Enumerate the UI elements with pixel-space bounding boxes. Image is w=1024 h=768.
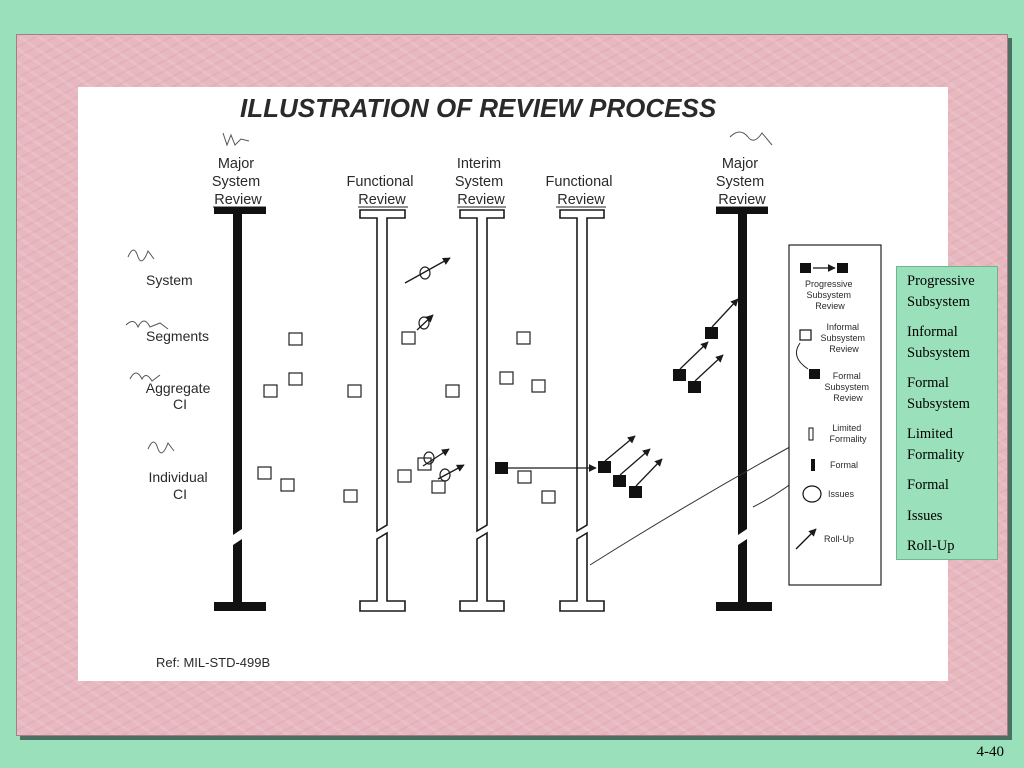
reference-note: Ref: MIL-STD-499B <box>156 655 270 670</box>
major-review-bar-right <box>716 207 772 611</box>
issue-markers <box>418 266 451 482</box>
legend-progressive-label: Progressive Subsystem Review <box>805 279 855 311</box>
level-label-segments: Segments <box>146 328 209 344</box>
level-label-aggregate-ci: Aggregate CI <box>146 380 215 412</box>
interim-review-bar <box>459 209 505 612</box>
side-legend-rollup: Roll-Up <box>907 538 955 554</box>
side-legend-progressive: Progressive Subsystem <box>907 273 975 310</box>
page-number: 4-40 <box>976 744 1005 760</box>
column-header-functional-2: Functional Review <box>546 174 617 208</box>
side-legend-informal: Informal Subsystem <box>907 324 970 361</box>
side-legend: Progressive Subsystem Informal Subsystem… <box>896 266 998 560</box>
diagram-title: ILLUSTRATION OF REVIEW PROCESS <box>240 93 717 123</box>
formal-review-boxes <box>495 327 718 498</box>
column-header-major-left: Major System Review <box>212 156 264 208</box>
informal-review-boxes <box>257 331 556 504</box>
figure-sheet: ILLUSTRATION OF REVIEW PROCESS Major Sys… <box>78 87 948 681</box>
legend-issues-label: Issues <box>828 489 855 499</box>
legend-formal-mark-label: Formal <box>830 460 858 470</box>
column-header-functional-1: Functional Review <box>347 174 418 208</box>
legend-limited-label: Limited Formality <box>829 423 867 444</box>
functional-review-bar-2 <box>559 209 605 612</box>
handwritten-marks <box>125 131 773 454</box>
level-label-system: System <box>146 272 193 288</box>
column-header-major-right: Major System Review <box>716 156 768 208</box>
leader-lines <box>589 436 809 566</box>
legend-formal-label: Formal Subsystem Review <box>824 371 871 403</box>
legend-rollup-label: Roll-Up <box>824 534 854 544</box>
functional-review-bar-1 <box>359 209 406 612</box>
side-legend-formal: Formal Subsystem <box>907 375 970 412</box>
column-header-interim: Interim System Review <box>455 156 507 208</box>
review-process-diagram: ILLUSTRATION OF REVIEW PROCESS Major Sys… <box>125 93 882 670</box>
inner-legend: Progressive Subsystem Review Informal Su… <box>788 244 882 586</box>
side-legend-limited: Limited Formality <box>907 426 965 463</box>
side-legend-issues: Issues <box>907 507 943 524</box>
side-legend-formal-mark: Formal <box>907 477 949 493</box>
major-review-bar-left <box>214 207 266 611</box>
rollup-arrows-informal <box>404 257 465 480</box>
rollup-arrows-formal <box>508 298 739 487</box>
level-label-individual-ci: Individual CI <box>148 469 211 502</box>
legend-informal-label: Informal Subsystem Review <box>820 322 867 354</box>
